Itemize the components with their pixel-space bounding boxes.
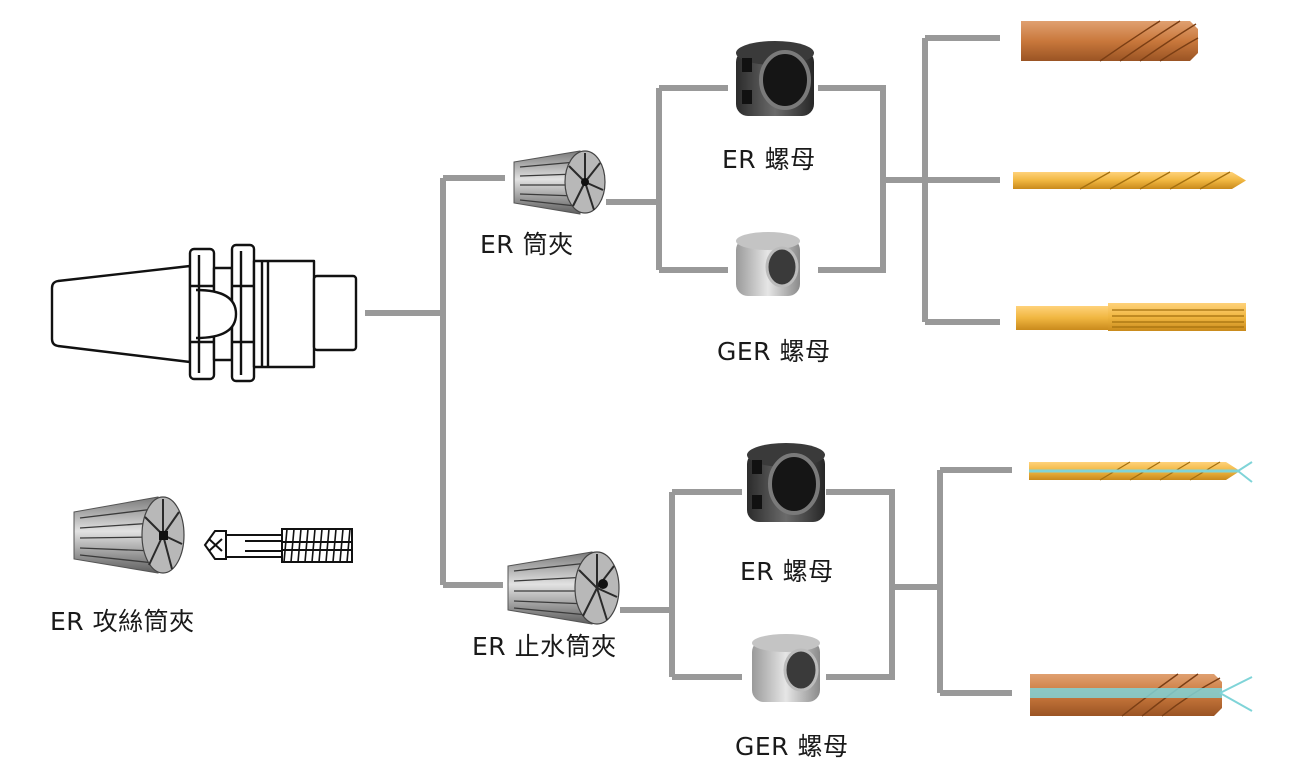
er-tap-collet-image <box>73 496 185 574</box>
ger-nut-1-image <box>736 232 800 296</box>
er-nut-1-image <box>736 41 814 116</box>
tap-drawing <box>203 528 353 563</box>
connector-lines <box>365 35 1012 696</box>
coolant-endmill-copper-tool <box>1030 673 1253 717</box>
er-nut-2-image <box>747 443 825 522</box>
er-coolant-collet-image <box>507 551 620 625</box>
ger-nut-1-label: GER 螺母 <box>717 337 831 366</box>
er-nut-1-label: ER 螺母 <box>722 145 816 174</box>
drill-gold-tool <box>1013 171 1246 190</box>
endmill-copper-tool <box>1021 20 1199 62</box>
er-tap-collet-label: ER 攻絲筒夾 <box>50 607 195 636</box>
coolant-drill-gold-tool <box>1029 461 1253 483</box>
ger-nut-2-label: GER 螺母 <box>735 732 849 761</box>
tool-holder-drawing <box>50 243 358 383</box>
reamer-gold-tool <box>1016 303 1246 331</box>
er-nut-2-label: ER 螺母 <box>740 557 834 586</box>
er-collet-image <box>513 150 606 215</box>
ger-nut-2-image <box>752 634 820 702</box>
er-coolant-collet-label: ER 止水筒夾 <box>472 632 617 661</box>
er-collet-label: ER 筒夾 <box>480 230 574 259</box>
